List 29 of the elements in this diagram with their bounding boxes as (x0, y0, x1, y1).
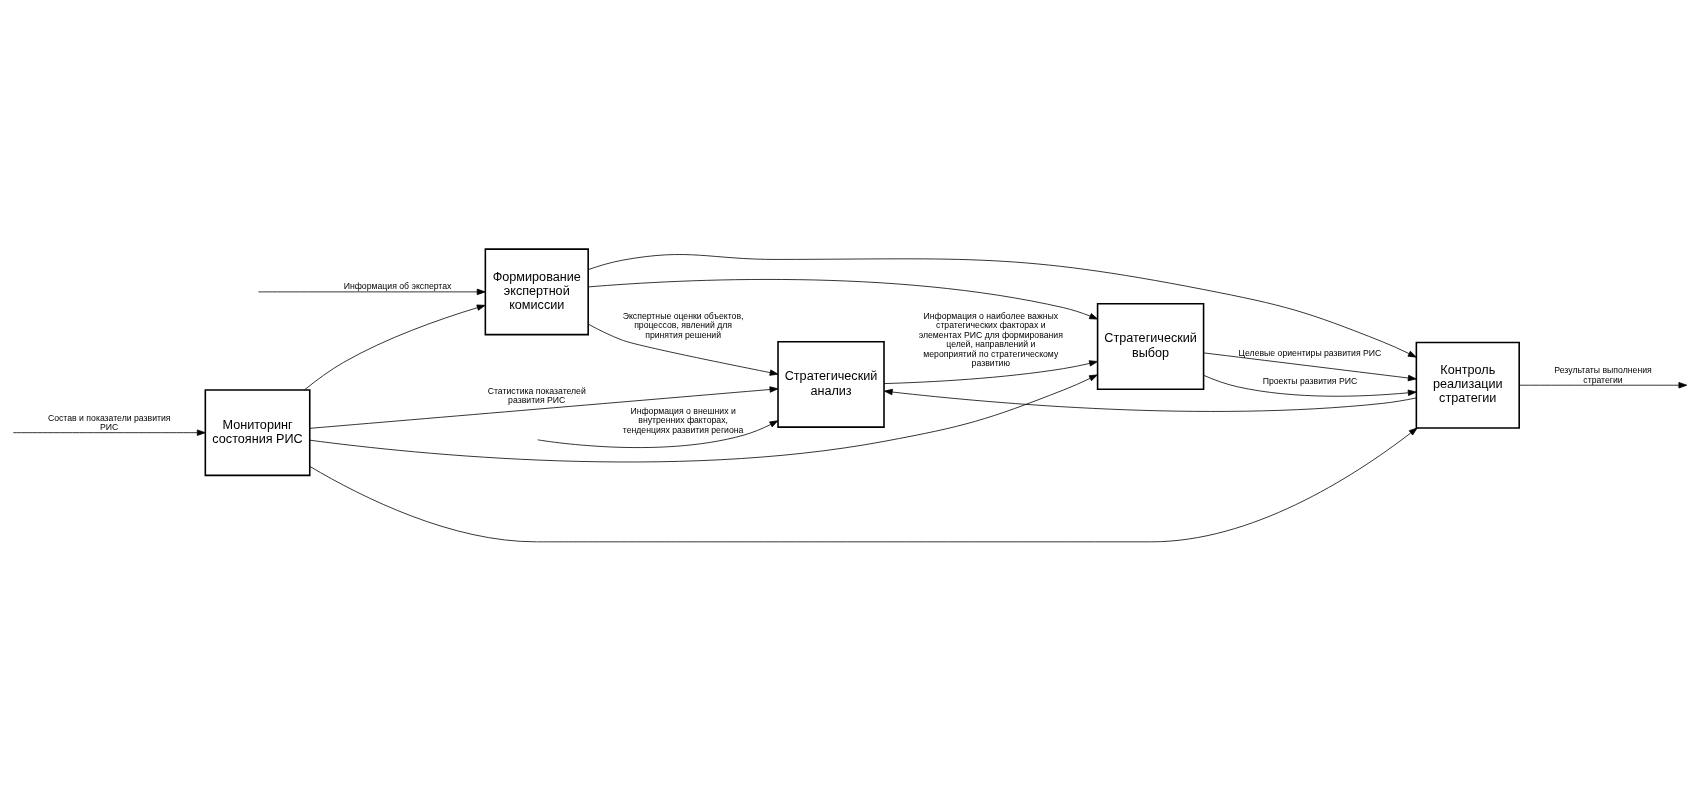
edge-label: Информация об экспертах (343, 280, 452, 291)
edge-label: Экспертные оценки объектов, процессов, явлений для принятия решений (622, 310, 744, 340)
arrow (883, 388, 1417, 412)
arrow (587, 253, 1417, 358)
arrow (309, 385, 779, 429)
arrow (309, 427, 1418, 542)
edge-label: Информация о наиболее важных стратегических факторах и элементах РИС для формирования целей, направлений и мероприятий по стратегическому развитию (918, 310, 1063, 368)
arrow (304, 304, 486, 390)
arrow (1203, 352, 1417, 381)
arrow (12, 429, 206, 436)
edge-label: Состав и показатели развития РИС (47, 412, 171, 432)
node-box: Мониторинг состояния РИС (204, 388, 311, 476)
node-box: Стратегический анализ (777, 340, 885, 428)
node-box: Формирование экспертной комиссии (484, 247, 589, 335)
arrow (537, 419, 779, 448)
arrow (587, 323, 779, 376)
node-box: Контроль реализации стратегии (1415, 341, 1520, 429)
edge-label: Статистика показателей развития РИС (487, 385, 586, 405)
arrow (309, 373, 1098, 462)
arrow (883, 359, 1098, 384)
arrow (1203, 374, 1417, 397)
arrow (1518, 381, 1688, 388)
edge-label: Результаты выполнения стратегии (1554, 364, 1652, 385)
arrow (588, 278, 1098, 319)
edge-label: Целевые ориентиры развития РИС (1238, 347, 1382, 358)
edge-label: Информация о внешних и внутренних факторах, тенденциях развития региона (622, 405, 744, 435)
arrow (258, 288, 486, 295)
node-box: Стратегический выбор (1096, 302, 1205, 390)
edge-label: Проекты развития РИС (1262, 375, 1358, 386)
